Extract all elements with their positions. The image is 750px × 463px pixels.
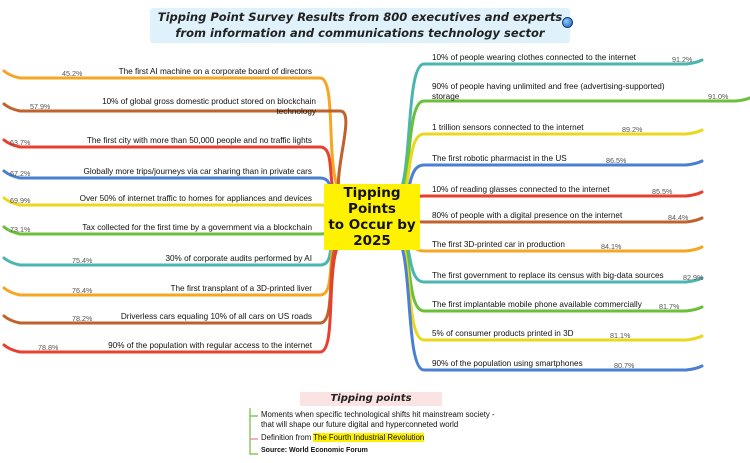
right-point-pct-10: 81.1% [610, 331, 631, 340]
left-point-pct-7: 75.4% [72, 256, 93, 265]
center-line-2: Points [346, 200, 398, 218]
branch-left-1 [2, 69, 352, 201]
center-line-3: to Occur by [326, 216, 418, 234]
left-point-pct-8: 76.4% [72, 286, 93, 295]
central-topic: Tipping Points to Occur by 2025 [318, 178, 426, 256]
title-line-2: from information and communications tech… [175, 26, 545, 40]
right-point-pct-5: 85.5% [652, 187, 673, 196]
right-point-pct-7: 84.1% [601, 242, 622, 251]
title-line-1: Tipping Point Survey Results from 800 ex… [157, 10, 563, 24]
right-point-label-10: 5% of consumer products printed in 3D [432, 329, 574, 338]
branch-left-10 [2, 233, 352, 354]
branch-right-2 [392, 96, 750, 203]
left-point-label-10: 90% of the population with regular acces… [108, 341, 312, 350]
globe-icon [562, 17, 573, 28]
left-point-label-8: The first transplant of a 3D-printed liv… [170, 284, 312, 293]
right-point-label-11: 90% of the population using smartphones [432, 359, 583, 368]
legend-definition: Definition from The Fourth Industrial Re… [261, 433, 425, 443]
left-point-pct-2: 57.9% [30, 102, 51, 111]
left-point-label-2: 10% of global gross domestic product sto… [102, 97, 316, 116]
legend-title: Tipping points [300, 392, 442, 406]
right-point-pct-9: 81.7% [659, 302, 680, 311]
left-point-label-7: 30% of corporate audits performed by AI [165, 254, 312, 263]
branch-right-11 [392, 235, 704, 372]
left-point-label-1: The first AI machine on a corporate boar… [118, 67, 312, 76]
left-point-pct-4: 67.2% [10, 169, 31, 178]
right-point-pct-2: 91.0% [708, 92, 729, 101]
left-point-pct-9: 78.2% [72, 314, 93, 323]
left-point-pct-5: 69.9% [10, 196, 31, 205]
right-point-pct-6: 84.4% [668, 213, 689, 222]
left-point-label-4: Globally more trips/journeys via car sha… [83, 167, 312, 176]
right-point-label-6: 80% of people with a digital presence on… [432, 211, 623, 220]
diagram-title: Tipping Point Survey Results from 800 ex… [150, 8, 570, 43]
left-point-label-9: Driverless cars equaling 10% of all cars… [120, 312, 312, 321]
left-point-label-6: Tax collected for the first time by a go… [82, 223, 312, 232]
right-point-label-8: The first government to replace its cens… [432, 271, 664, 280]
left-point-pct-10: 78.8% [38, 343, 59, 352]
right-point-label-5: 10% of reading glasses connected to the … [432, 185, 610, 194]
left-point-pct-3: 63.7% [10, 138, 31, 147]
branch-right-10 [392, 231, 704, 342]
right-point-pct-3: 89.2% [622, 125, 643, 134]
right-point-pct-11: 80.7% [614, 361, 635, 370]
legend-line-1: Moments when specific technological shif… [261, 410, 495, 419]
right-point-pct-8: 82.9% [683, 273, 704, 282]
legend-line-2: that will shape our future digital and h… [261, 419, 459, 429]
right-point-pct-4: 86.5% [606, 156, 627, 165]
left-point-label-3: The first city with more than 50,000 peo… [86, 136, 312, 145]
right-point-label-9: The first implantable mobile phone avail… [432, 300, 642, 309]
right-point-label-4: The first robotic pharmacist in the US [432, 154, 567, 163]
legend-connector [249, 408, 258, 455]
right-point-label-3: 1 trillion sensors connected to the inte… [432, 123, 584, 132]
right-point-label-1: 10% of people wearing clothes connected … [432, 53, 636, 62]
right-point-label-7: The first 3D-printed car in production [432, 240, 565, 249]
right-point-label-2: 90% of people having unlimited and free … [432, 82, 665, 101]
legend-description: Moments when specific technological shif… [261, 410, 495, 429]
legend-source: Source: World Economic Forum [261, 447, 368, 454]
right-point-pct-1: 91.2% [672, 55, 693, 64]
left-point-pct-6: 73.1% [10, 225, 31, 234]
branch-right-1 [392, 58, 704, 199]
center-line-4: 2025 [351, 232, 393, 250]
definition-source: The Fourth Industrial Revolution [313, 433, 425, 442]
left-point-pct-1: 45.2% [62, 69, 83, 78]
center-line-1: Tipping [341, 184, 403, 202]
definition-prefix: Definition from [261, 433, 314, 442]
left-point-label-5: Over 50% of internet traffic to homes fo… [79, 194, 312, 203]
